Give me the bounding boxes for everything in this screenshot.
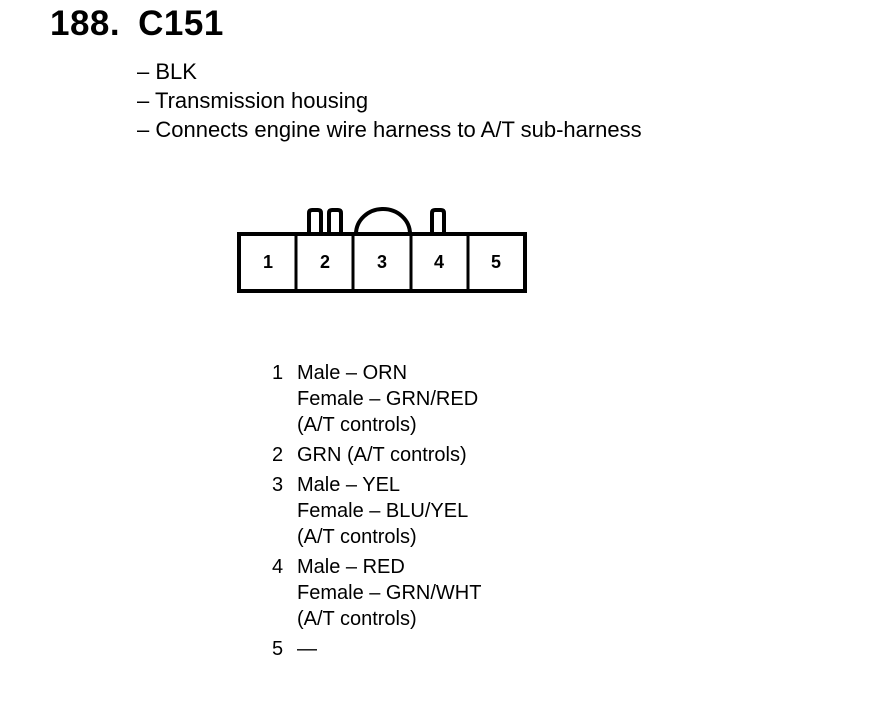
connector-tab-4 [430, 208, 446, 234]
connector-diagram: 1 2 3 4 5 [237, 207, 527, 293]
pin-entry-4: 4 Male – RED Female – GRN/WHT (A/T contr… [272, 554, 481, 632]
page-title: 188. C151 [50, 4, 224, 44]
description-purpose: – Connects engine wire harness to A/T su… [137, 117, 642, 142]
pin-entry-5: 5 — [272, 636, 481, 662]
cavity-label: 1 [263, 252, 273, 272]
connector-number: 188. [50, 4, 121, 43]
pin-number: 2 [272, 444, 284, 466]
cavity-label: 4 [434, 252, 444, 272]
description-location: – Transmission housing [137, 88, 369, 113]
pin-entry-3: 3 Male – YEL Female – BLU/YEL (A/T contr… [272, 472, 481, 550]
pin-number: 4 [272, 556, 284, 578]
pin-wire: — [297, 638, 317, 660]
pin-number: 3 [272, 474, 284, 496]
description-color: – BLK [137, 59, 197, 84]
cavity-label: 5 [491, 252, 501, 272]
pin-circuit: (A/T controls) [297, 608, 417, 630]
pin-circuit: (A/T controls) [297, 414, 417, 436]
connector-description: – BLK – Transmission housing – Connects … [137, 57, 642, 144]
pin-wire-male: Male – ORN [297, 362, 408, 384]
cavity-label: 2 [320, 252, 330, 272]
pin-wire-female: Female – GRN/WHT [297, 582, 482, 604]
connector-tab-right [327, 208, 343, 234]
pin-wire-male: Male – YEL [297, 474, 401, 496]
pin-circuit: (A/T controls) [297, 526, 417, 548]
connector-body [237, 232, 527, 293]
pin-wire-male: Male – RED [297, 556, 405, 578]
cavity-label: 3 [377, 252, 387, 272]
pin-wire-female: Female – BLU/YEL [297, 500, 469, 522]
connector-id: C151 [138, 4, 224, 43]
pin-list: 1 Male – ORN Female – GRN/RED (A/T contr… [272, 360, 481, 666]
pin-wire-female: Female – GRN/RED [297, 388, 479, 410]
pin-number: 1 [272, 362, 284, 384]
pin-entry-1: 1 Male – ORN Female – GRN/RED (A/T contr… [272, 360, 481, 438]
pin-entry-2: 2 GRN (A/T controls) [272, 442, 481, 468]
pin-wire: GRN (A/T controls) [297, 444, 467, 466]
connector-tab-left [307, 208, 323, 234]
connector-arch [354, 207, 412, 235]
pin-number: 5 [272, 638, 284, 660]
